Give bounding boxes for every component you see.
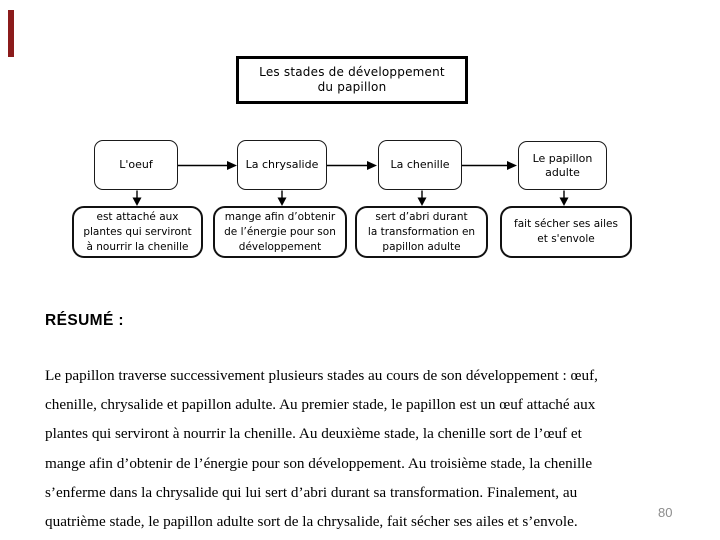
- desc-chenille-line2: la transformation en: [367, 225, 476, 238]
- arrow-down-oeuf: [132, 190, 142, 206]
- desc-papillon-line2: et s'envole: [537, 233, 595, 245]
- summary-paragraph: Le papillon traverse successivement plus…: [45, 361, 598, 536]
- desc-chrysalide-line3: développement: [238, 240, 322, 253]
- stage-label-chenille: La chenille: [390, 158, 450, 171]
- summary-line-1: Le papillon traverse successivement plus…: [45, 367, 598, 384]
- desc-box-oeuf: est attaché aux plantes qui serviront à …: [72, 206, 203, 258]
- summary-line-4: mange afin d’obtenir de l’énergie pour s…: [45, 454, 593, 472]
- stage-box-papillon-adulte: Le papillon adulte: [518, 141, 607, 190]
- stage-box-chrysalide: La chrysalide: [237, 140, 327, 190]
- arrow-oeuf-to-chrysalide: [178, 161, 237, 170]
- desc-oeuf-line1: est attaché aux: [96, 210, 179, 223]
- arrow-down-papillon: [559, 190, 569, 206]
- diagram-title-box: Les stades de développement du papillon: [236, 56, 468, 104]
- summary-line-6: quatrième stade, le papillon adulte sort…: [45, 513, 578, 531]
- desc-oeuf-line3: à nourrir la chenille: [86, 240, 189, 253]
- stage-label-oeuf: L'oeuf: [119, 158, 153, 171]
- desc-chrysalide-line1: mange afin d’obtenir: [224, 210, 336, 223]
- summary-line-3: plantes qui serviront à nourrir la cheni…: [45, 425, 582, 443]
- arrow-down-chenille: [417, 190, 427, 206]
- desc-box-papillon-adulte: fait sécher ses ailes et s'envole: [500, 206, 632, 258]
- diagram-title-line2: du papillon: [317, 80, 387, 94]
- arrow-chenille-to-papillon: [462, 161, 517, 170]
- desc-chenille-line1: sert d’abri durant: [375, 210, 468, 223]
- diagram-title-line1: Les stades de développement: [259, 65, 445, 79]
- stage-label-papillon-line2: adulte: [545, 165, 580, 179]
- stage-box-oeuf: L'oeuf: [94, 140, 178, 190]
- stage-label-papillon-line1: Le papillon: [532, 151, 593, 165]
- stage-label-chrysalide: La chrysalide: [245, 158, 319, 171]
- desc-box-chrysalide: mange afin d’obtenir de l’énergie pour s…: [213, 206, 347, 258]
- summary-line-5: s’enferme dans la chrysalide qui lui ser…: [45, 483, 578, 501]
- arrow-chrysalide-to-chenille: [327, 161, 377, 170]
- arrow-down-chrysalide: [277, 190, 287, 206]
- desc-papillon-line1: fait sécher ses ailes: [514, 218, 618, 230]
- summary-line-2: chenille, chrysalide et papillon adulte.…: [45, 396, 596, 414]
- stage-box-chenille: La chenille: [378, 140, 462, 190]
- desc-chenille-line3: papillon adulte: [382, 240, 461, 253]
- red-accent-bar: [8, 10, 14, 57]
- desc-box-chenille: sert d’abri durant la transformation en …: [355, 206, 488, 258]
- desc-chrysalide-line2: de l’énergie pour son: [224, 225, 336, 238]
- page-number: 80: [658, 505, 673, 520]
- summary-heading: RÉSUMÉ :: [45, 312, 124, 329]
- desc-oeuf-line2: plantes qui serviront: [83, 225, 192, 238]
